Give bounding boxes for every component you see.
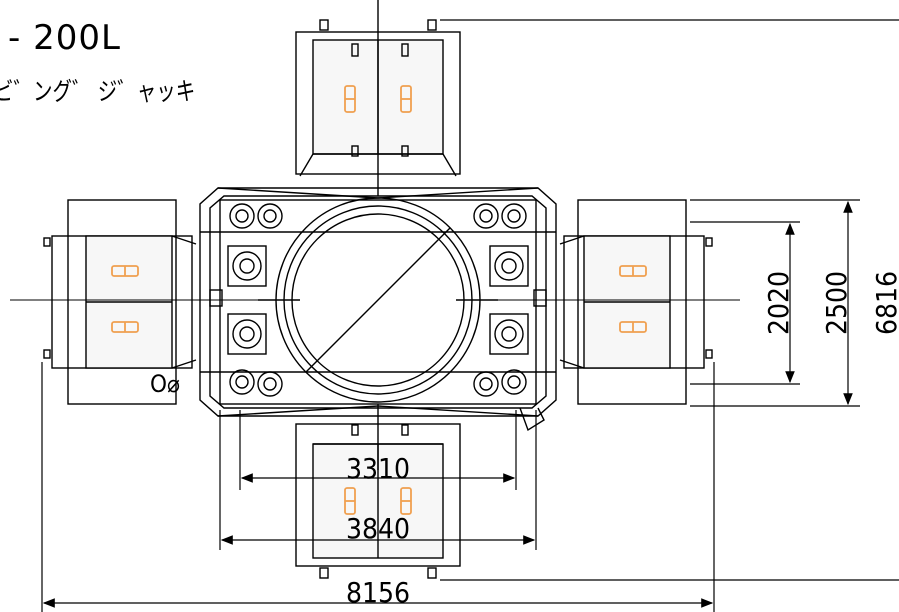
central-frame <box>199 187 557 417</box>
dim-2020: 2020 <box>762 271 795 335</box>
drawing-title: - 200L <box>8 18 121 58</box>
indicator-markers <box>111 85 647 515</box>
dim-2500: 2500 <box>820 271 853 335</box>
drawing-subtitle: ビ゛ング゛ ジ゛ャッキ <box>0 77 196 106</box>
left-jack-module <box>43 199 197 405</box>
dim-6816: 6816 <box>870 271 899 335</box>
right-jack-module <box>559 199 713 405</box>
dim-3840: 3840 <box>346 512 410 545</box>
dimension-lines <box>41 19 899 612</box>
central-ring <box>275 0 481 470</box>
corner-cylinders <box>227 203 545 432</box>
dim-8156: 8156 <box>346 576 410 609</box>
diameter-symbol: O⌀ <box>150 370 180 398</box>
dim-3310: 3310 <box>346 452 410 485</box>
